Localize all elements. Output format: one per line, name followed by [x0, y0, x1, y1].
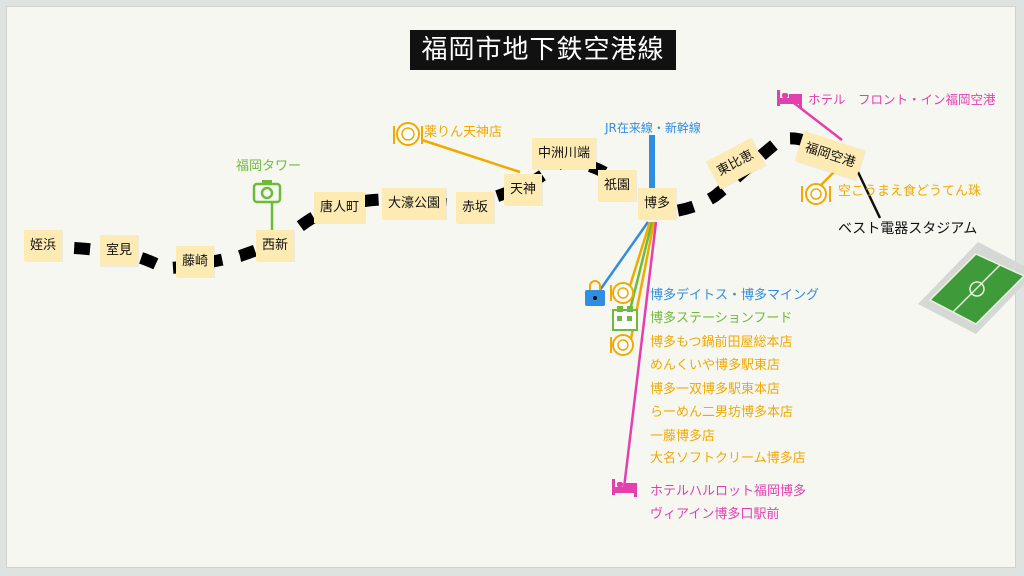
slide-frame: [6, 6, 1016, 568]
hakata-shop-label[interactable]: 博多ステーションフード: [650, 311, 793, 326]
station-nakasukawabata[interactable]: 中洲川端: [532, 138, 597, 169]
jr-label: JR在来線・新幹線: [605, 121, 701, 135]
airport-hotel-label[interactable]: ホテル フロント・イン福岡空港: [808, 92, 996, 107]
building-icon: [612, 306, 638, 331]
hakata-food-label[interactable]: 一藤博多店: [650, 429, 716, 444]
bed-icon: [612, 479, 637, 497]
shopping-bag-icon: [585, 280, 605, 306]
tower-label[interactable]: 福岡タワー: [236, 159, 302, 174]
tenjin-food-connector: [421, 138, 521, 174]
station-hakata[interactable]: 博多: [638, 188, 677, 219]
tenjin-food-label[interactable]: 薬りん天神店: [424, 125, 503, 140]
station-fujisaki[interactable]: 藤崎: [176, 246, 215, 277]
stadium-label[interactable]: ベスト電器スタジアム: [838, 221, 978, 237]
stadium-connector: [856, 171, 882, 219]
hakata-food-label[interactable]: めんくいや博多駅東店: [650, 358, 781, 373]
station-muromi[interactable]: 室見: [100, 235, 139, 266]
hakata-shop-blue-connector: [598, 221, 650, 291]
hakata-food-connector-1: [626, 221, 652, 293]
station-tenjin[interactable]: 天神: [504, 174, 543, 205]
station-nishijin[interactable]: 西新: [256, 230, 295, 261]
station-meinohama[interactable]: 姪浜: [24, 230, 63, 261]
hakata-food-label[interactable]: 博多もつ鍋前田屋総本店: [650, 335, 793, 350]
bed-icon: [777, 90, 802, 108]
page-title: 福岡市地下鉄空港線: [410, 30, 676, 70]
hakata-shop-green-connector: [626, 221, 654, 319]
hakata-food-label[interactable]: らーめん二男坊博多本店: [650, 405, 794, 420]
hakata-food-label[interactable]: 博多一双博多駅東本店: [650, 382, 781, 397]
hakata-hotel-connector: [622, 221, 658, 489]
hakata-food-label[interactable]: 大名ソフトクリーム博多店: [650, 451, 806, 466]
food-icon: [610, 282, 634, 304]
station-tojinmachi[interactable]: 唐人町: [314, 192, 366, 223]
soccer-field-icon: [918, 242, 1024, 334]
airport-hotel-connector: [789, 99, 843, 141]
station-akasaka[interactable]: 赤坂: [456, 192, 495, 223]
station-ohorikoen[interactable]: 大濠公園: [382, 188, 447, 219]
food-icon: [801, 183, 831, 205]
airport-food-label[interactable]: 空こうまえ食どうてん珠: [838, 184, 982, 199]
hakata-hotel-label[interactable]: ホテルハルロット福岡博多: [650, 484, 807, 499]
camera-icon: [252, 180, 282, 204]
food-icon: [610, 334, 634, 356]
food-icon: [393, 122, 423, 146]
hakata-shop-label[interactable]: 博多デイトス・博多マイング: [650, 288, 820, 303]
hakata-hotel-label[interactable]: ヴィアイン博多口駅前: [650, 507, 780, 522]
station-gion[interactable]: 祇園: [598, 170, 637, 201]
